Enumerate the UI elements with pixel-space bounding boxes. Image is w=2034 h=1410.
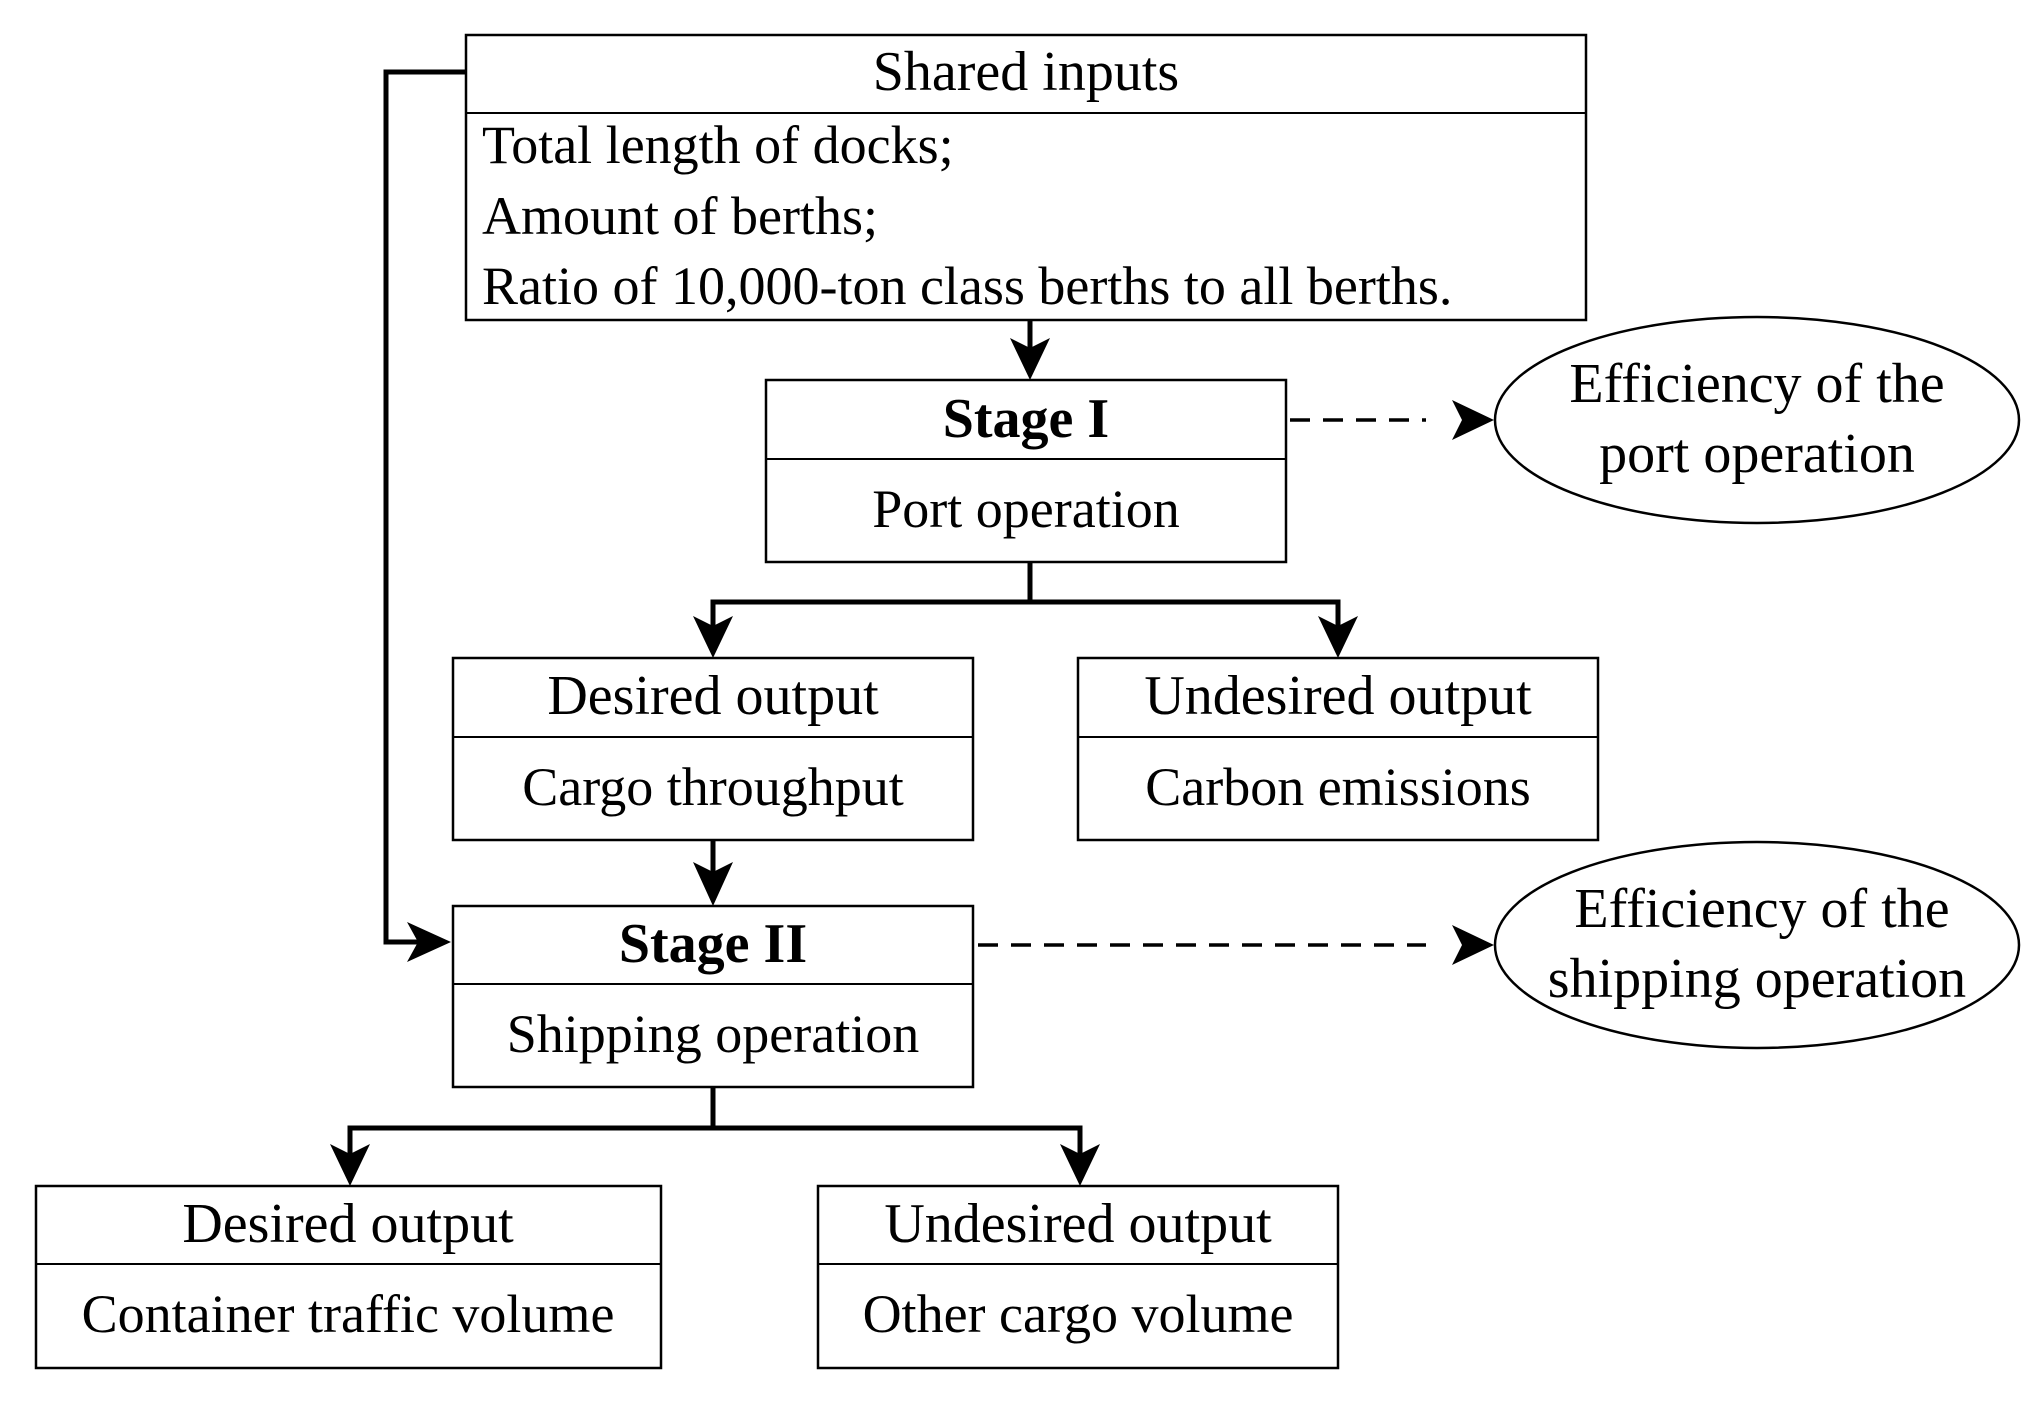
stage2-desired-title: Desired output (182, 1193, 514, 1255)
stage2-subtitle: Shipping operation (507, 1004, 919, 1064)
stage2-undesired-value: Other cargo volume (863, 1284, 1294, 1344)
stage1-undesired-title: Undesired output (1144, 665, 1532, 727)
stage1-title: Stage I (943, 388, 1109, 450)
bypass-connector (383, 69, 466, 945)
stage2-undesired-output-box: Undesired output Other cargo volume (816, 1184, 1340, 1370)
stage2-title: Stage II (619, 913, 807, 975)
stage1-subtitle: Port operation (872, 479, 1179, 539)
stage1-desired-output-box: Desired output Cargo throughput (451, 656, 975, 842)
stage2-box: Stage II Shipping operation (451, 904, 975, 1089)
shared-input-item: Amount of berths; (482, 186, 878, 246)
stage1-undesired-value: Carbon emissions (1145, 757, 1531, 817)
stage2-efficiency-oval: Efficiency of the shipping operation (1493, 840, 2021, 1050)
stage2-desired-output-box: Desired output Container traffic volume (34, 1184, 663, 1370)
stage2-efficiency-line2: shipping operation (1548, 948, 1966, 1010)
stage1-desired-title: Desired output (547, 665, 879, 727)
bypass-arrowhead (407, 922, 451, 962)
shared-input-item: Ratio of 10,000-ton class berths to all … (482, 256, 1452, 316)
stage1-efficiency-line2: port operation (1599, 423, 1915, 485)
shared-inputs-title: Shared inputs (873, 41, 1179, 103)
inputs-to-stage1-arrowhead (1010, 338, 1050, 380)
shared-inputs-box: Shared inputs Total length of docks; Amo… (464, 33, 1588, 322)
stage1-desired-arrowhead (693, 616, 733, 658)
stage1-desired-value: Cargo throughput (522, 757, 903, 817)
throughput-to-stage2-arrowhead (693, 862, 733, 906)
stage1-undesired-output-box: Undesired output Carbon emissions (1076, 656, 1600, 842)
stage1-split-bar (710, 599, 1341, 630)
stage1-undesired-arrowhead (1318, 616, 1358, 658)
stage1-efficiency-arrowhead (1452, 400, 1494, 440)
stage1-box: Stage I Port operation (764, 378, 1288, 564)
stage1-efficiency-oval: Efficiency of the port operation (1493, 315, 2021, 525)
stage2-desired-arrowhead (330, 1144, 370, 1186)
stage2-undesired-title: Undesired output (884, 1193, 1272, 1255)
stage2-efficiency-line1: Efficiency of the (1574, 878, 1949, 940)
stage2-undesired-arrowhead (1060, 1144, 1100, 1186)
stage2-efficiency-arrowhead (1452, 925, 1494, 965)
stage2-desired-value: Container traffic volume (82, 1284, 615, 1344)
stage2-split-bar (347, 1125, 1083, 1158)
stage1-efficiency-line1: Efficiency of the (1569, 353, 1944, 415)
shared-input-item: Total length of docks; (482, 115, 954, 175)
